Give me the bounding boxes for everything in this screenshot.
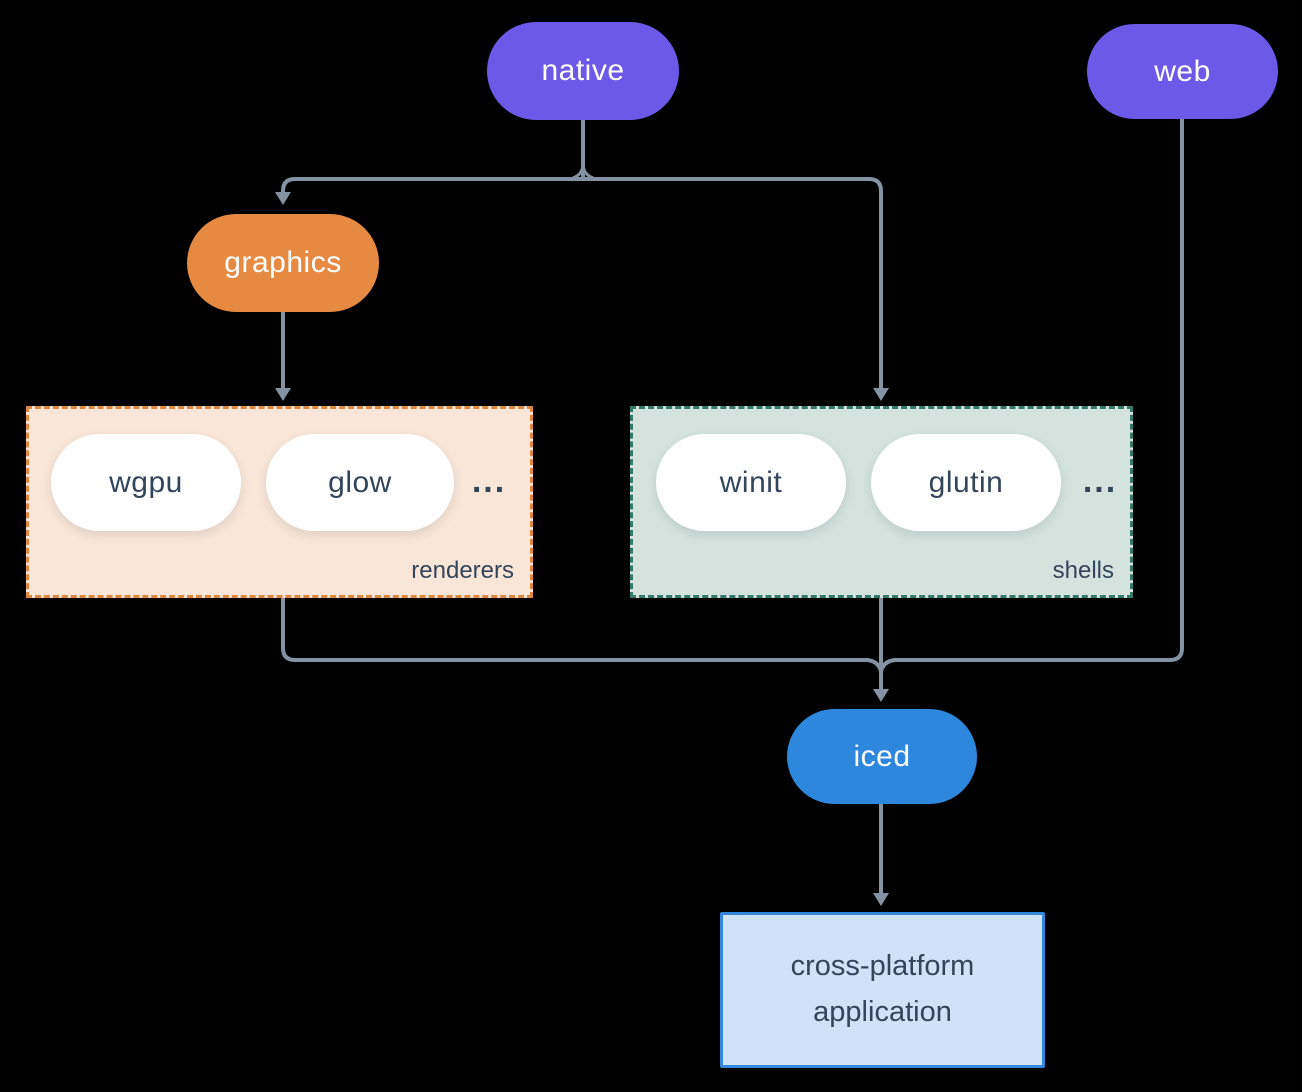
node-iced: iced [787, 709, 977, 804]
shells-group-label: shells [1052, 557, 1114, 584]
node-wgpu: wgpu [51, 434, 241, 531]
node-native: native [487, 22, 679, 120]
group-renderers: wgpu glow ... renderers [26, 406, 533, 598]
arrowhead-to-shells [873, 388, 889, 401]
node-iced-label: iced [853, 739, 911, 773]
node-glow-label: glow [328, 465, 392, 499]
arrowhead-to-graphics [275, 192, 291, 205]
app-box-label-line1: cross-platform [790, 950, 975, 983]
arrowhead-to-app [873, 893, 889, 906]
node-glutin-label: glutin [928, 465, 1004, 499]
node-web-label: web [1154, 54, 1211, 88]
node-glutin: glutin [871, 434, 1061, 531]
arrowhead-to-renderers [275, 388, 291, 401]
node-graphics: graphics [187, 214, 379, 312]
node-native-label: native [541, 54, 625, 87]
node-winit-label: winit [719, 465, 783, 499]
renderers-group-label: renderers [411, 557, 514, 584]
shells-ellipsis: ... [1082, 462, 1118, 500]
app-box-label-line2: application [813, 996, 952, 1028]
node-wgpu-label: wgpu [109, 465, 183, 499]
group-shells: winit glutin ... shells [630, 406, 1133, 598]
edge-renderers-to-merge [281, 598, 883, 672]
node-graphics-label: graphics [224, 246, 342, 279]
renderers-ellipsis: ... [471, 462, 507, 500]
node-glow: glow [266, 434, 454, 531]
edge-native-merge-flare [569, 164, 597, 181]
node-web: web [1087, 24, 1278, 119]
edge-branch-bar [281, 177, 883, 388]
node-cross-platform-application: cross-platform application [720, 912, 1045, 1068]
arrowhead-to-iced [873, 689, 889, 702]
edge-web-to-merge [879, 119, 1184, 672]
node-winit: winit [656, 434, 846, 531]
